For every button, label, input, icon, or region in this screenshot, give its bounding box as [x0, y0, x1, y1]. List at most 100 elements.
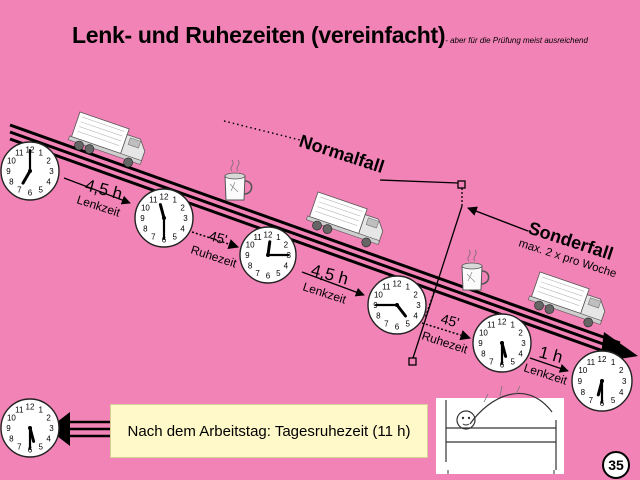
clock-numeral: 11: [382, 282, 391, 291]
clock-numeral: 10: [479, 328, 488, 337]
clock-numeral: 11: [487, 320, 496, 329]
clock-numeral: 2: [619, 366, 624, 375]
clock-numeral: 11: [253, 233, 262, 242]
page-number-badge: 35: [602, 451, 630, 479]
clock-numeral: 6: [395, 323, 400, 332]
segment-2-value: 45': [207, 227, 229, 247]
clock-numeral: 8: [143, 225, 148, 234]
clock-numeral: 8: [9, 435, 14, 444]
clock-numeral: 11: [587, 358, 596, 367]
coffee-mug-icon: [461, 249, 490, 291]
clock-numeral: 5: [38, 443, 43, 452]
truck: [65, 110, 151, 172]
clock-numeral: 9: [245, 251, 250, 260]
clock-numeral: 7: [489, 358, 494, 367]
clock-numeral: 10: [578, 366, 587, 375]
clock-numeral: 8: [581, 388, 586, 397]
clock-numeral: 7: [151, 233, 156, 242]
segment-4-label: Ruhezeit: [420, 329, 470, 357]
clock-numeral: 8: [481, 350, 486, 359]
clock-numeral: 9: [6, 424, 11, 433]
clock-numeral: 9: [578, 377, 583, 386]
clock-numeral: 2: [518, 328, 523, 337]
segment-5-value: 1 h: [537, 343, 565, 367]
clock-numeral: 5: [172, 233, 177, 242]
segment-4-value: 45': [439, 310, 461, 330]
clock-numeral: 7: [17, 443, 22, 452]
clock-hour-hand: [596, 379, 604, 397]
clock-numeral: 7: [589, 396, 594, 405]
clock-numeral: 4: [180, 225, 185, 234]
clock-numeral: 5: [611, 396, 616, 405]
clock-numeral: 1: [38, 405, 43, 414]
daily-rest-note: Nach dem Arbeitstag: Tagesruhezeit (11 h…: [110, 404, 428, 458]
clock-numeral: 12: [498, 318, 507, 327]
clock-numeral: 2: [180, 203, 185, 212]
clock-hour-hand: [28, 426, 36, 443]
page-number: 35: [608, 457, 624, 473]
clock-numeral: 3: [49, 424, 54, 433]
clock-numeral: 9: [140, 214, 145, 223]
clock-numeral: 4: [284, 261, 289, 270]
clock-numeral: 5: [405, 320, 410, 329]
clock-numeral: 3: [183, 214, 188, 223]
title-main: Lenk- und Ruhezeiten (vereinfacht): [72, 22, 446, 48]
clock-numeral: 5: [38, 186, 43, 195]
clock-numeral: 1: [405, 282, 410, 291]
clock-hour-hand: [158, 203, 166, 220]
clock-numeral: 4: [518, 350, 523, 359]
clock-numeral: 8: [248, 261, 253, 270]
clock-numeral: 7: [384, 320, 389, 329]
title-sub: - aber für die Prüfung meist ausreichend: [445, 36, 588, 45]
daily-rest-note-text: Nach dem Arbeitstag: Tagesruhezeit (11 h…: [127, 422, 411, 440]
clock-numeral: 2: [413, 290, 418, 299]
clock-numeral: 12: [26, 403, 35, 412]
clock-hour-hand: [395, 303, 407, 318]
clock-numeral: 1: [38, 148, 43, 157]
page-title: Lenk- und Ruhezeiten (vereinfacht)- aber…: [72, 22, 588, 49]
clock-numeral: 7: [255, 269, 260, 278]
clock-hour-hand: [500, 341, 508, 358]
clock-numeral: 12: [393, 280, 402, 289]
clock-hour-hand: [21, 169, 32, 185]
clock-numeral: 2: [46, 156, 51, 165]
segment-2-label: Ruhezeit: [189, 243, 239, 271]
clock-numeral: 11: [15, 405, 24, 414]
clock-numeral: 1: [611, 358, 616, 367]
clock-numeral: 3: [622, 377, 627, 386]
clock-numeral: 1: [172, 195, 177, 204]
clock-numeral: 11: [15, 148, 24, 157]
clock-numeral: 4: [46, 435, 51, 444]
clock-numeral: 10: [7, 413, 16, 422]
clock-numeral: 12: [160, 193, 169, 202]
clock-numeral: 10: [374, 290, 383, 299]
clock-numeral: 5: [510, 358, 515, 367]
clock-numeral: 10: [246, 241, 255, 250]
clock-numeral: 3: [416, 301, 421, 310]
sleeping-person-drawing: [436, 385, 564, 474]
clock-numeral: 12: [598, 355, 607, 364]
clock-numeral: 1: [276, 233, 281, 242]
segment-arrows: [63, 177, 569, 373]
clock-numeral: 1: [510, 320, 515, 329]
coffee-mug-icon: [224, 159, 253, 201]
clock-numeral: 6: [28, 446, 33, 455]
clock-hour-hand: [266, 240, 272, 257]
clock-numeral: 3: [521, 339, 526, 348]
clock-numeral: 9: [478, 339, 483, 348]
clock-numeral: 5: [276, 269, 281, 278]
clock-numeral: 11: [149, 195, 158, 204]
normalfall-label: Normalfall: [297, 131, 387, 177]
clock-numeral: 9: [6, 167, 11, 176]
clock-numeral: 4: [413, 312, 418, 321]
clock-numeral: 6: [500, 361, 505, 370]
normalfall-marker: [223, 120, 529, 366]
clock-numeral: 7: [17, 186, 22, 195]
clock-numeral: 10: [7, 156, 16, 165]
